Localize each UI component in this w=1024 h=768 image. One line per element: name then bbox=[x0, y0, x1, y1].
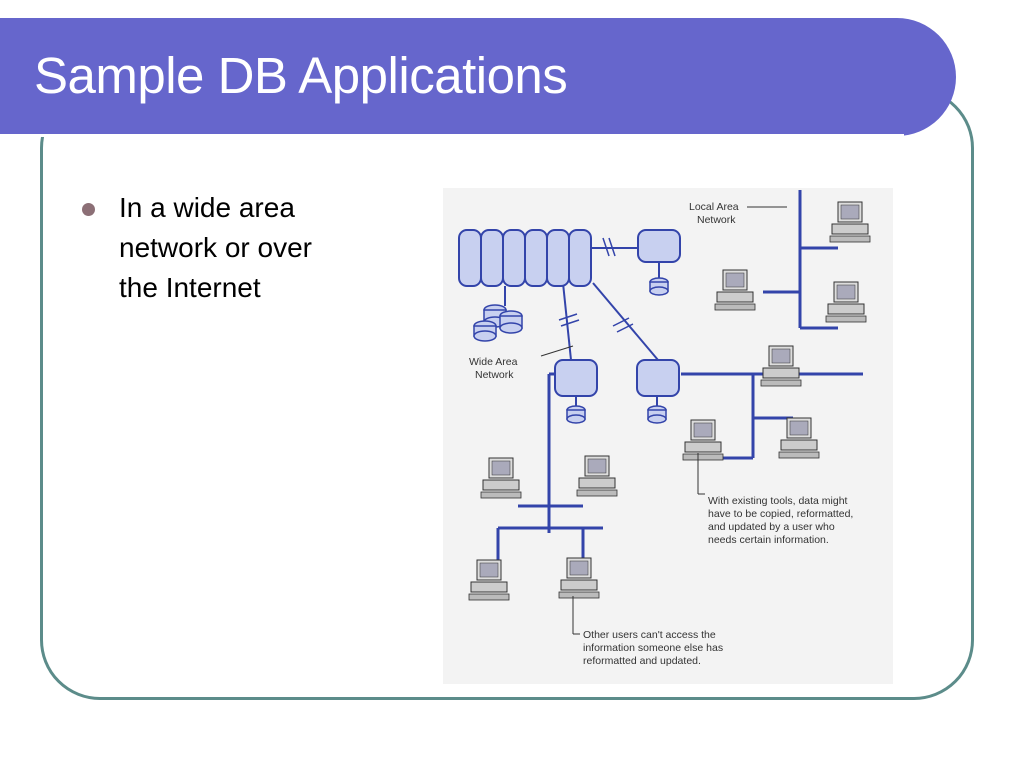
network-diagram-svg: Local Area Network Wide Area Network Wit… bbox=[458, 190, 871, 667]
bullet-line: network or over bbox=[119, 232, 312, 263]
server-disks bbox=[566, 277, 669, 424]
wan-label: Wide Area bbox=[469, 356, 518, 368]
mainframe-node bbox=[458, 229, 592, 287]
title-underline bbox=[0, 134, 904, 137]
note-text: and updated by a user who bbox=[708, 521, 835, 533]
bullet-icon bbox=[82, 203, 95, 216]
bullet-list: In a wide area network or over the Inter… bbox=[82, 188, 382, 308]
note-text: information someone else has bbox=[583, 642, 723, 654]
lan-label: Local Area bbox=[689, 201, 739, 213]
note-text: needs certain information. bbox=[708, 534, 829, 546]
title-bar bbox=[0, 18, 956, 136]
note-text: With existing tools, data might bbox=[708, 495, 848, 507]
bullet-text: In a wide area network or over the Inter… bbox=[119, 188, 312, 308]
disk-storage bbox=[473, 304, 523, 342]
slide-title: Sample DB Applications bbox=[34, 47, 568, 104]
network-diagram: Local Area Network Wide Area Network Wit… bbox=[443, 188, 893, 684]
bullet-line: the Internet bbox=[119, 272, 261, 303]
lan-label: Network bbox=[697, 214, 736, 226]
callout-lines bbox=[540, 206, 787, 635]
wan-label: Network bbox=[475, 369, 514, 381]
bullet-item: In a wide area network or over the Inter… bbox=[82, 188, 382, 308]
note-text: reformatted and updated. bbox=[583, 655, 701, 667]
bullet-line: In a wide area bbox=[119, 192, 295, 223]
wan-break-marks bbox=[558, 237, 634, 333]
server-node bbox=[554, 229, 681, 397]
note-text: Other users can't access the bbox=[583, 629, 716, 641]
note-text: have to be copied, reformatted, bbox=[708, 508, 853, 520]
